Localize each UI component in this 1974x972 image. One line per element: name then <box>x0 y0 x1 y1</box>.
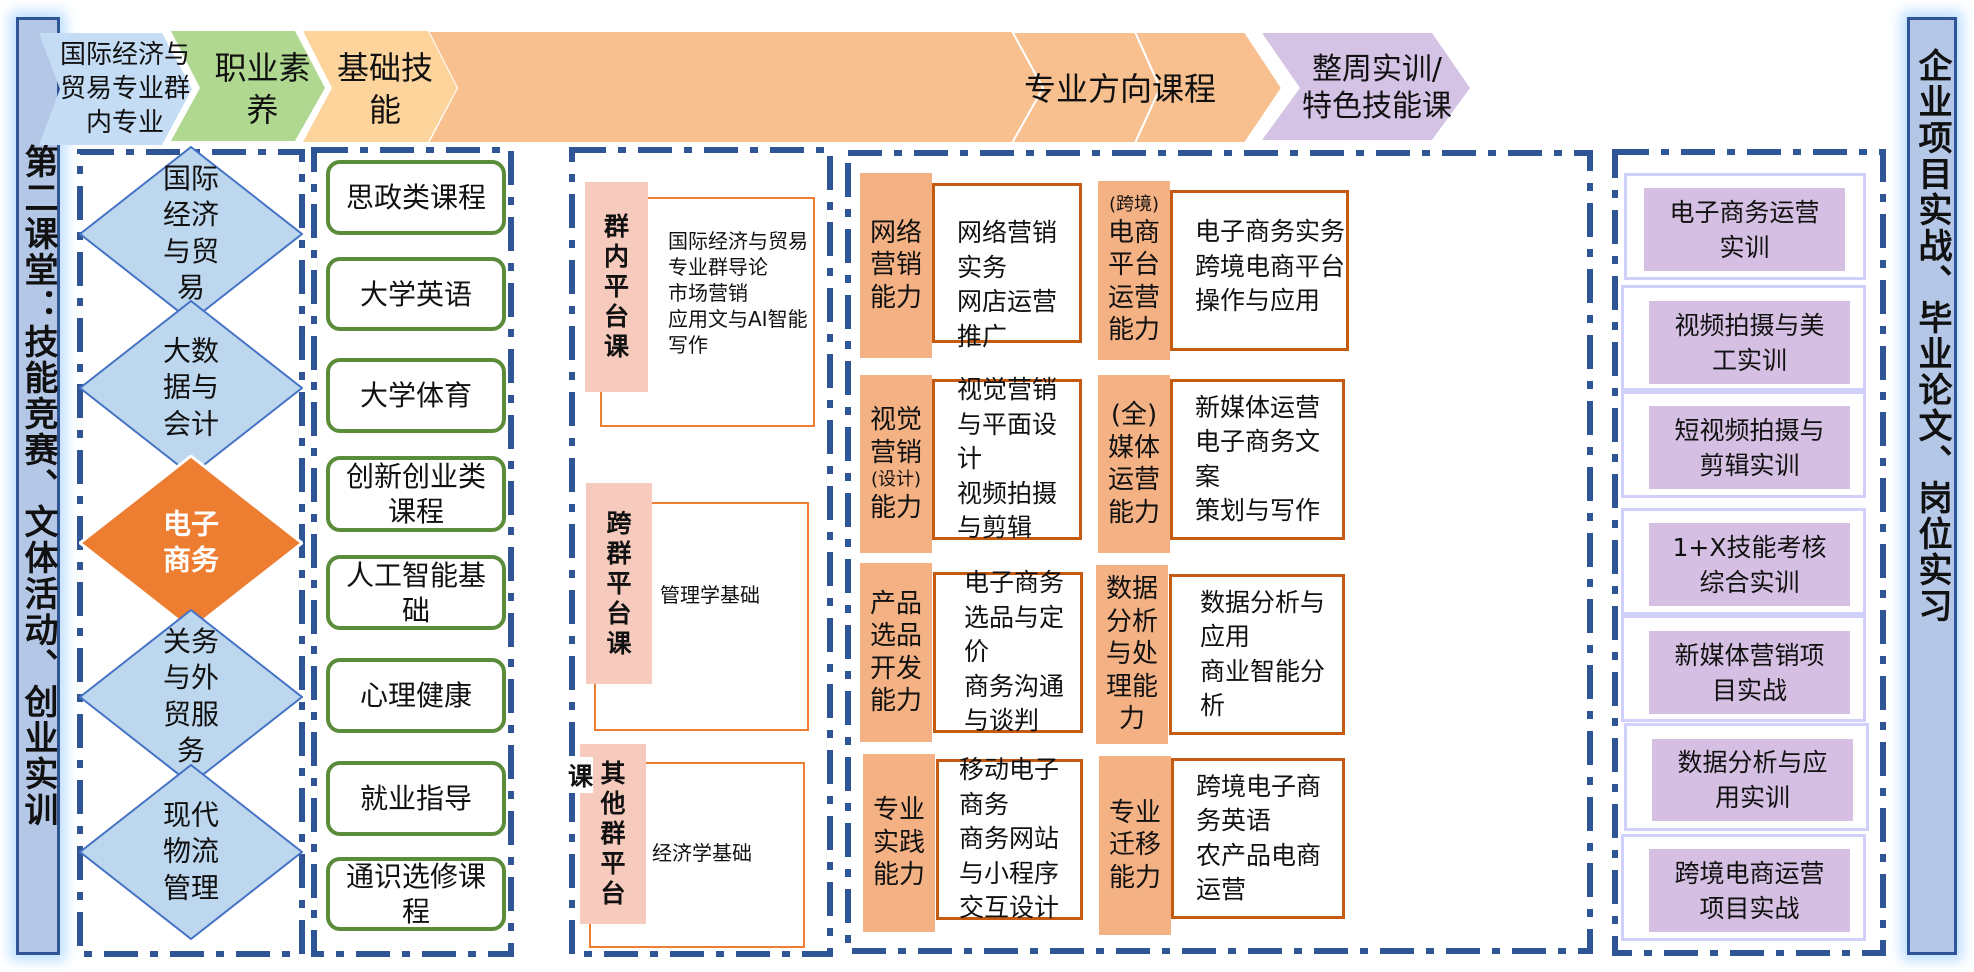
major-label: 国际经济与贸易 <box>162 162 219 305</box>
ability-courses: 网络营销实务网店运营推广 <box>932 183 1082 351</box>
platform-stray-label: 课 <box>568 757 594 793</box>
chevron-direction-1 <box>426 30 1045 144</box>
course-label: 创新创业类课程 <box>345 460 486 528</box>
chevron-basic <box>303 31 457 142</box>
platform-label: 群内平台课 <box>585 182 648 392</box>
major-diamond[interactable]: 现代物流管理 <box>79 764 303 940</box>
ability-label: 专业实践能力 <box>863 754 935 932</box>
literacy-course[interactable]: 大学英语 <box>326 257 506 331</box>
literacy-course[interactable]: 大学体育 <box>326 358 506 433</box>
ability-courses: 新媒体运营电子商务文案策划与写作 <box>1170 379 1345 540</box>
column-practice-frame <box>1612 149 1886 956</box>
chevron-group <box>39 33 192 145</box>
major-diamond[interactable]: 国际经济与贸易 <box>79 146 303 322</box>
ability-courses: 数据分析与应用商业智能分析 <box>1169 574 1345 735</box>
course-label: 就业指导 <box>359 782 472 815</box>
major-label: 电子商务 <box>162 507 219 577</box>
ability-label: 专业迁移能力 <box>1099 756 1171 935</box>
literacy-course[interactable]: 思政类课程 <box>326 160 506 235</box>
ability-courses: 视觉营销与平面设计视频拍摄与剪辑 <box>932 375 1082 542</box>
ability-label: 网络营销能力 <box>860 173 932 358</box>
platform-course: 国际经济与贸易专业群导论 <box>668 229 808 279</box>
ability-courses: 移动电子商务商务网站与小程序交互设计 <box>936 755 1083 922</box>
ability-label: 产品选品开发能力 <box>860 563 932 742</box>
header-stage-basic: 基础技能 <box>336 49 433 129</box>
course-label: 思政类课程 <box>345 181 486 214</box>
column-literacy-frame <box>311 147 514 957</box>
right-sidebar-enterprise: 企业项目实战、毕业论文、岗位实习 <box>1907 17 1957 955</box>
right-sidebar-label: 企业项目实战、毕业论文、岗位实习 <box>1912 48 1952 624</box>
literacy-course[interactable]: 创新创业类课程 <box>326 456 506 532</box>
major-diamond[interactable]: 大数据与会计 <box>79 300 303 476</box>
header-stage-direction: 专业方向课程 <box>1023 70 1216 109</box>
major-diamond-active[interactable]: 电子商务 <box>79 455 303 631</box>
platform-course: 经济学基础 <box>652 841 752 865</box>
literacy-course[interactable]: 人工智能基础 <box>326 555 506 630</box>
literacy-course[interactable]: 通识选修课程 <box>326 857 506 931</box>
practice-course[interactable]: 电子商务运营实训 <box>1644 188 1845 271</box>
column-basic-frame <box>569 147 833 957</box>
platform-course: 管理学基础 <box>660 583 760 607</box>
platform-label: 跨群平台课 <box>586 483 652 684</box>
major-diamond[interactable]: 关务与外贸服务 <box>79 609 303 785</box>
course-label: 心理健康 <box>359 679 472 712</box>
practice-course[interactable]: 跨境电商运营项目实战 <box>1649 849 1850 932</box>
course-label: 大学英语 <box>359 277 472 311</box>
ability-label: (跨境)电商平台运营能力 <box>1098 181 1170 360</box>
platform-course: 市场营销 <box>668 281 748 305</box>
chevron-literacy <box>171 31 325 141</box>
practice-course[interactable]: 视频拍摄与美工实训 <box>1649 301 1850 384</box>
practice-course[interactable]: 新媒体营销项目实战 <box>1649 631 1850 714</box>
literacy-course[interactable]: 就业指导 <box>326 761 506 836</box>
header-stage-practice: 整周实训/特色技能课 <box>1302 51 1452 125</box>
major-label: 现代物流管理 <box>162 798 219 905</box>
literacy-course[interactable]: 心理健康 <box>326 658 506 733</box>
left-sidebar-second-classroom: 第二课堂：技能竞赛、文体活动、创业实训 <box>16 17 60 955</box>
platform-course: 应用文与AI智能写作 <box>668 307 808 357</box>
header-chevrons <box>39 30 1470 145</box>
header-stage-literacy: 职业素养 <box>214 49 311 129</box>
platform-courses: 国际经济与贸易专业群导论 市场营销 应用文与AI智能写作 <box>668 228 818 358</box>
platform-courses: 经济学基础 <box>652 840 752 866</box>
ability-label: (全)媒体运营能力 <box>1098 375 1170 553</box>
platform-courses: 管理学基础 <box>660 582 760 608</box>
major-label: 大数据与会计 <box>162 334 219 441</box>
header-stage-group: 国际经济与贸易专业群内专业 <box>59 40 190 138</box>
course-label: 大学体育 <box>359 379 472 412</box>
practice-course[interactable]: 数据分析与应用实训 <box>1652 739 1853 821</box>
ability-courses: 电子商务选品与定价商务沟通与谈判 <box>933 568 1083 735</box>
ability-courses: 电子商务实务跨境电商平台操作与应用 <box>1170 190 1349 351</box>
column-direction-frame <box>845 150 1593 954</box>
course-label: 人工智能基础 <box>345 558 486 627</box>
major-label: 关务与外贸服务 <box>162 625 219 768</box>
ability-courses: 跨境电子商务英语农产品电商运营 <box>1171 758 1345 919</box>
practice-course[interactable]: 短视频拍摄与剪辑实训 <box>1649 406 1850 489</box>
chevron-majors <box>1262 33 1470 140</box>
ability-label: 数据分析与处理能力 <box>1096 565 1168 744</box>
practice-course[interactable]: 1+X技能考核综合实训 <box>1649 523 1850 606</box>
column-majors-frame <box>77 149 305 957</box>
course-label: 通识选修课程 <box>345 860 486 928</box>
left-sidebar-label: 第二课堂：技能竞赛、文体活动、创业实训 <box>18 144 58 828</box>
ability-label: 视觉营销(设计)能力 <box>860 375 932 553</box>
